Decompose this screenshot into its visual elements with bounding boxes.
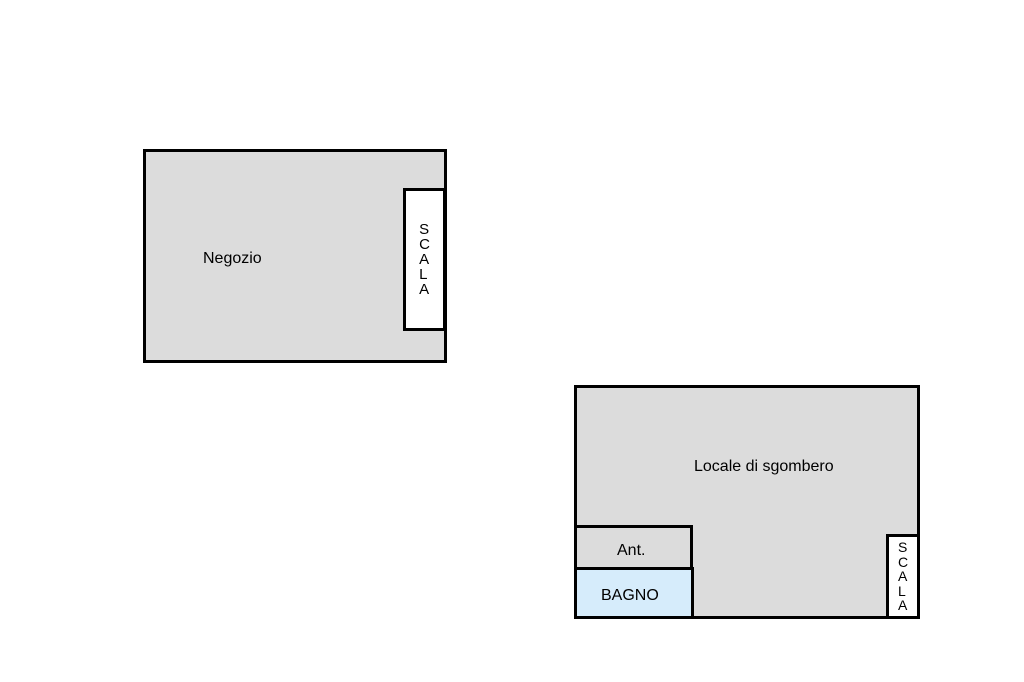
stair-letter: C	[897, 553, 909, 570]
room-locale-sgombero-label: Locale di sgombero	[694, 458, 834, 475]
stair-letter: L	[897, 582, 906, 599]
stair-letter: A	[897, 597, 908, 614]
room-bathroom-label: BAGNO	[601, 587, 659, 604]
stair-letter: S	[419, 221, 430, 238]
stair-letter: L	[419, 266, 428, 283]
stair-letter: A	[897, 568, 908, 585]
room-bathroom	[574, 567, 694, 619]
room-negozio	[143, 149, 447, 363]
room-negozio-label: Negozio	[203, 250, 262, 267]
room-anteroom-label: Ant.	[617, 542, 646, 559]
room-anteroom	[574, 525, 693, 571]
stair-letter: C	[419, 236, 430, 253]
stair-letter: A	[419, 281, 430, 298]
stair-letter: S	[897, 539, 908, 556]
stair-letter: A	[419, 251, 430, 268]
